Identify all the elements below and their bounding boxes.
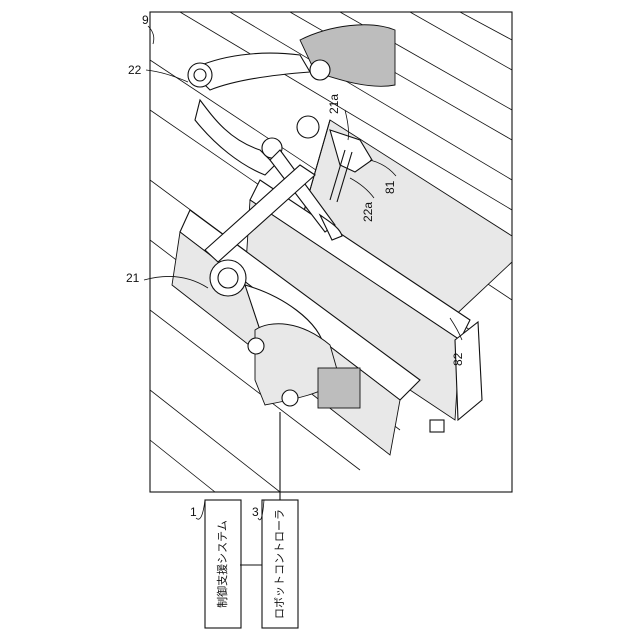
label-82: 82 [451, 352, 465, 366]
label-1: 1 [190, 505, 197, 519]
robot-controller-box: ロボットコントローラ [262, 500, 298, 628]
label-22a: 22a [361, 202, 375, 222]
label-9: 9 [142, 13, 149, 27]
robot-controller-label: ロボットコントローラ [273, 509, 286, 619]
control-support-system-label: 制御支援システム [215, 520, 229, 608]
label-81: 81 [383, 180, 397, 194]
label-21: 21 [126, 271, 140, 285]
label-22: 22 [128, 63, 142, 77]
workspace-illustration [150, 12, 512, 492]
control-support-system-box: 制御支援システム [205, 500, 241, 628]
label-3: 3 [252, 505, 259, 519]
label-21a: 21a [327, 94, 341, 114]
